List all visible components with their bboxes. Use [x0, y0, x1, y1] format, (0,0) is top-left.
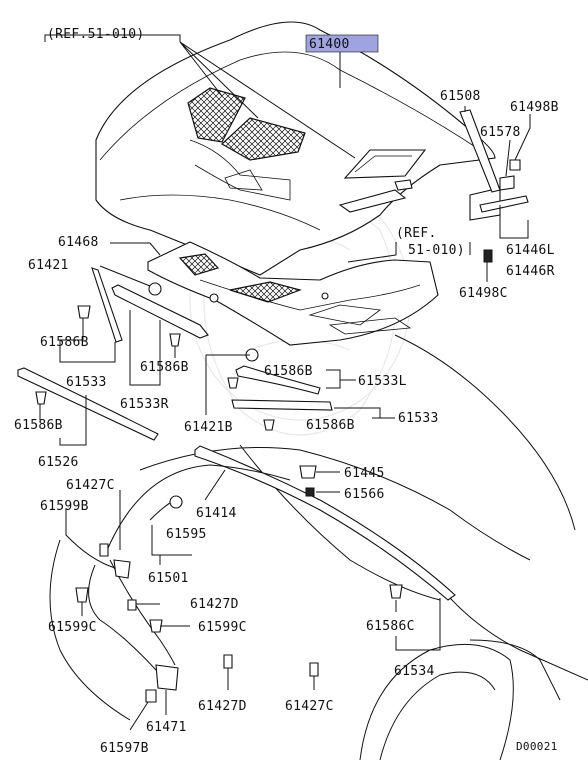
seal-61534: [194, 445, 456, 601]
label-61586b-3: 61586B: [264, 364, 313, 379]
seal-61526: [17, 367, 159, 441]
label-61498c: 61498C: [459, 286, 508, 301]
label-61400: 61400: [309, 37, 350, 52]
hood-vent-grille-left: [187, 87, 246, 143]
label-61445: 61445: [344, 466, 385, 481]
seal-61533-left: [91, 267, 123, 343]
label-61498b: 61498B: [510, 100, 559, 115]
diagram-code: D00021: [516, 740, 558, 753]
label-61421b: 61421B: [184, 420, 233, 435]
highlight-box: [305, 34, 379, 53]
ref-label-right-2: 51-010): [408, 243, 465, 258]
label-61586b-4: 61586B: [306, 418, 355, 433]
label-61446r: 61446R: [506, 264, 555, 279]
seal-61533-right: [231, 399, 333, 411]
hood-vent-grille-right: [220, 117, 306, 161]
label-61414: 61414: [196, 506, 237, 521]
label-61501: 61501: [148, 571, 189, 586]
label-61586b-1: 61586B: [40, 335, 89, 350]
label-61427d-2: 61427D: [198, 699, 247, 714]
label-61599b: 61599B: [40, 499, 89, 514]
label-61597b: 61597B: [100, 741, 149, 756]
label-61421: 61421: [28, 258, 69, 273]
label-61599c-1: 61599C: [48, 620, 97, 635]
label-61533-2: 61533: [398, 411, 439, 426]
label-61586b-5: 61586B: [14, 418, 63, 433]
label-61427c-2: 61427C: [285, 699, 334, 714]
fasteners: [35, 109, 529, 703]
label-61446l: 61446L: [506, 243, 555, 258]
seal-61533l: [235, 365, 321, 395]
ref-label-right-1: (REF.: [396, 226, 437, 241]
hood-insulator: [147, 241, 439, 346]
label-61566: 61566: [344, 487, 385, 502]
label-61471: 61471: [146, 720, 187, 735]
release-cable-61414: [104, 464, 291, 556]
label-61468: 61468: [58, 235, 99, 250]
label-61595: 61595: [166, 527, 207, 542]
label-61534: 61534: [394, 664, 435, 679]
label-61533l: 61533L: [358, 374, 407, 389]
label-61427d-1: 61427D: [190, 597, 239, 612]
leader-lines: [39, 34, 531, 731]
label-61586b-2: 61586B: [140, 360, 189, 375]
label-61599c-2: 61599C: [198, 620, 247, 635]
part-labels: (REF.51-010) 61400 61508 61498B 61578 61…: [14, 27, 559, 756]
ref-label-top: (REF.51-010): [47, 27, 145, 42]
label-61427c: 61427C: [66, 478, 115, 493]
label-61533r: 61533R: [120, 397, 169, 412]
label-61508: 61508: [440, 89, 481, 104]
label-61578: 61578: [480, 125, 521, 140]
label-61533-1: 61533: [66, 375, 107, 390]
label-61586c: 61586C: [366, 619, 415, 634]
seal-61533r: [111, 284, 209, 339]
label-61526: 61526: [38, 455, 79, 470]
